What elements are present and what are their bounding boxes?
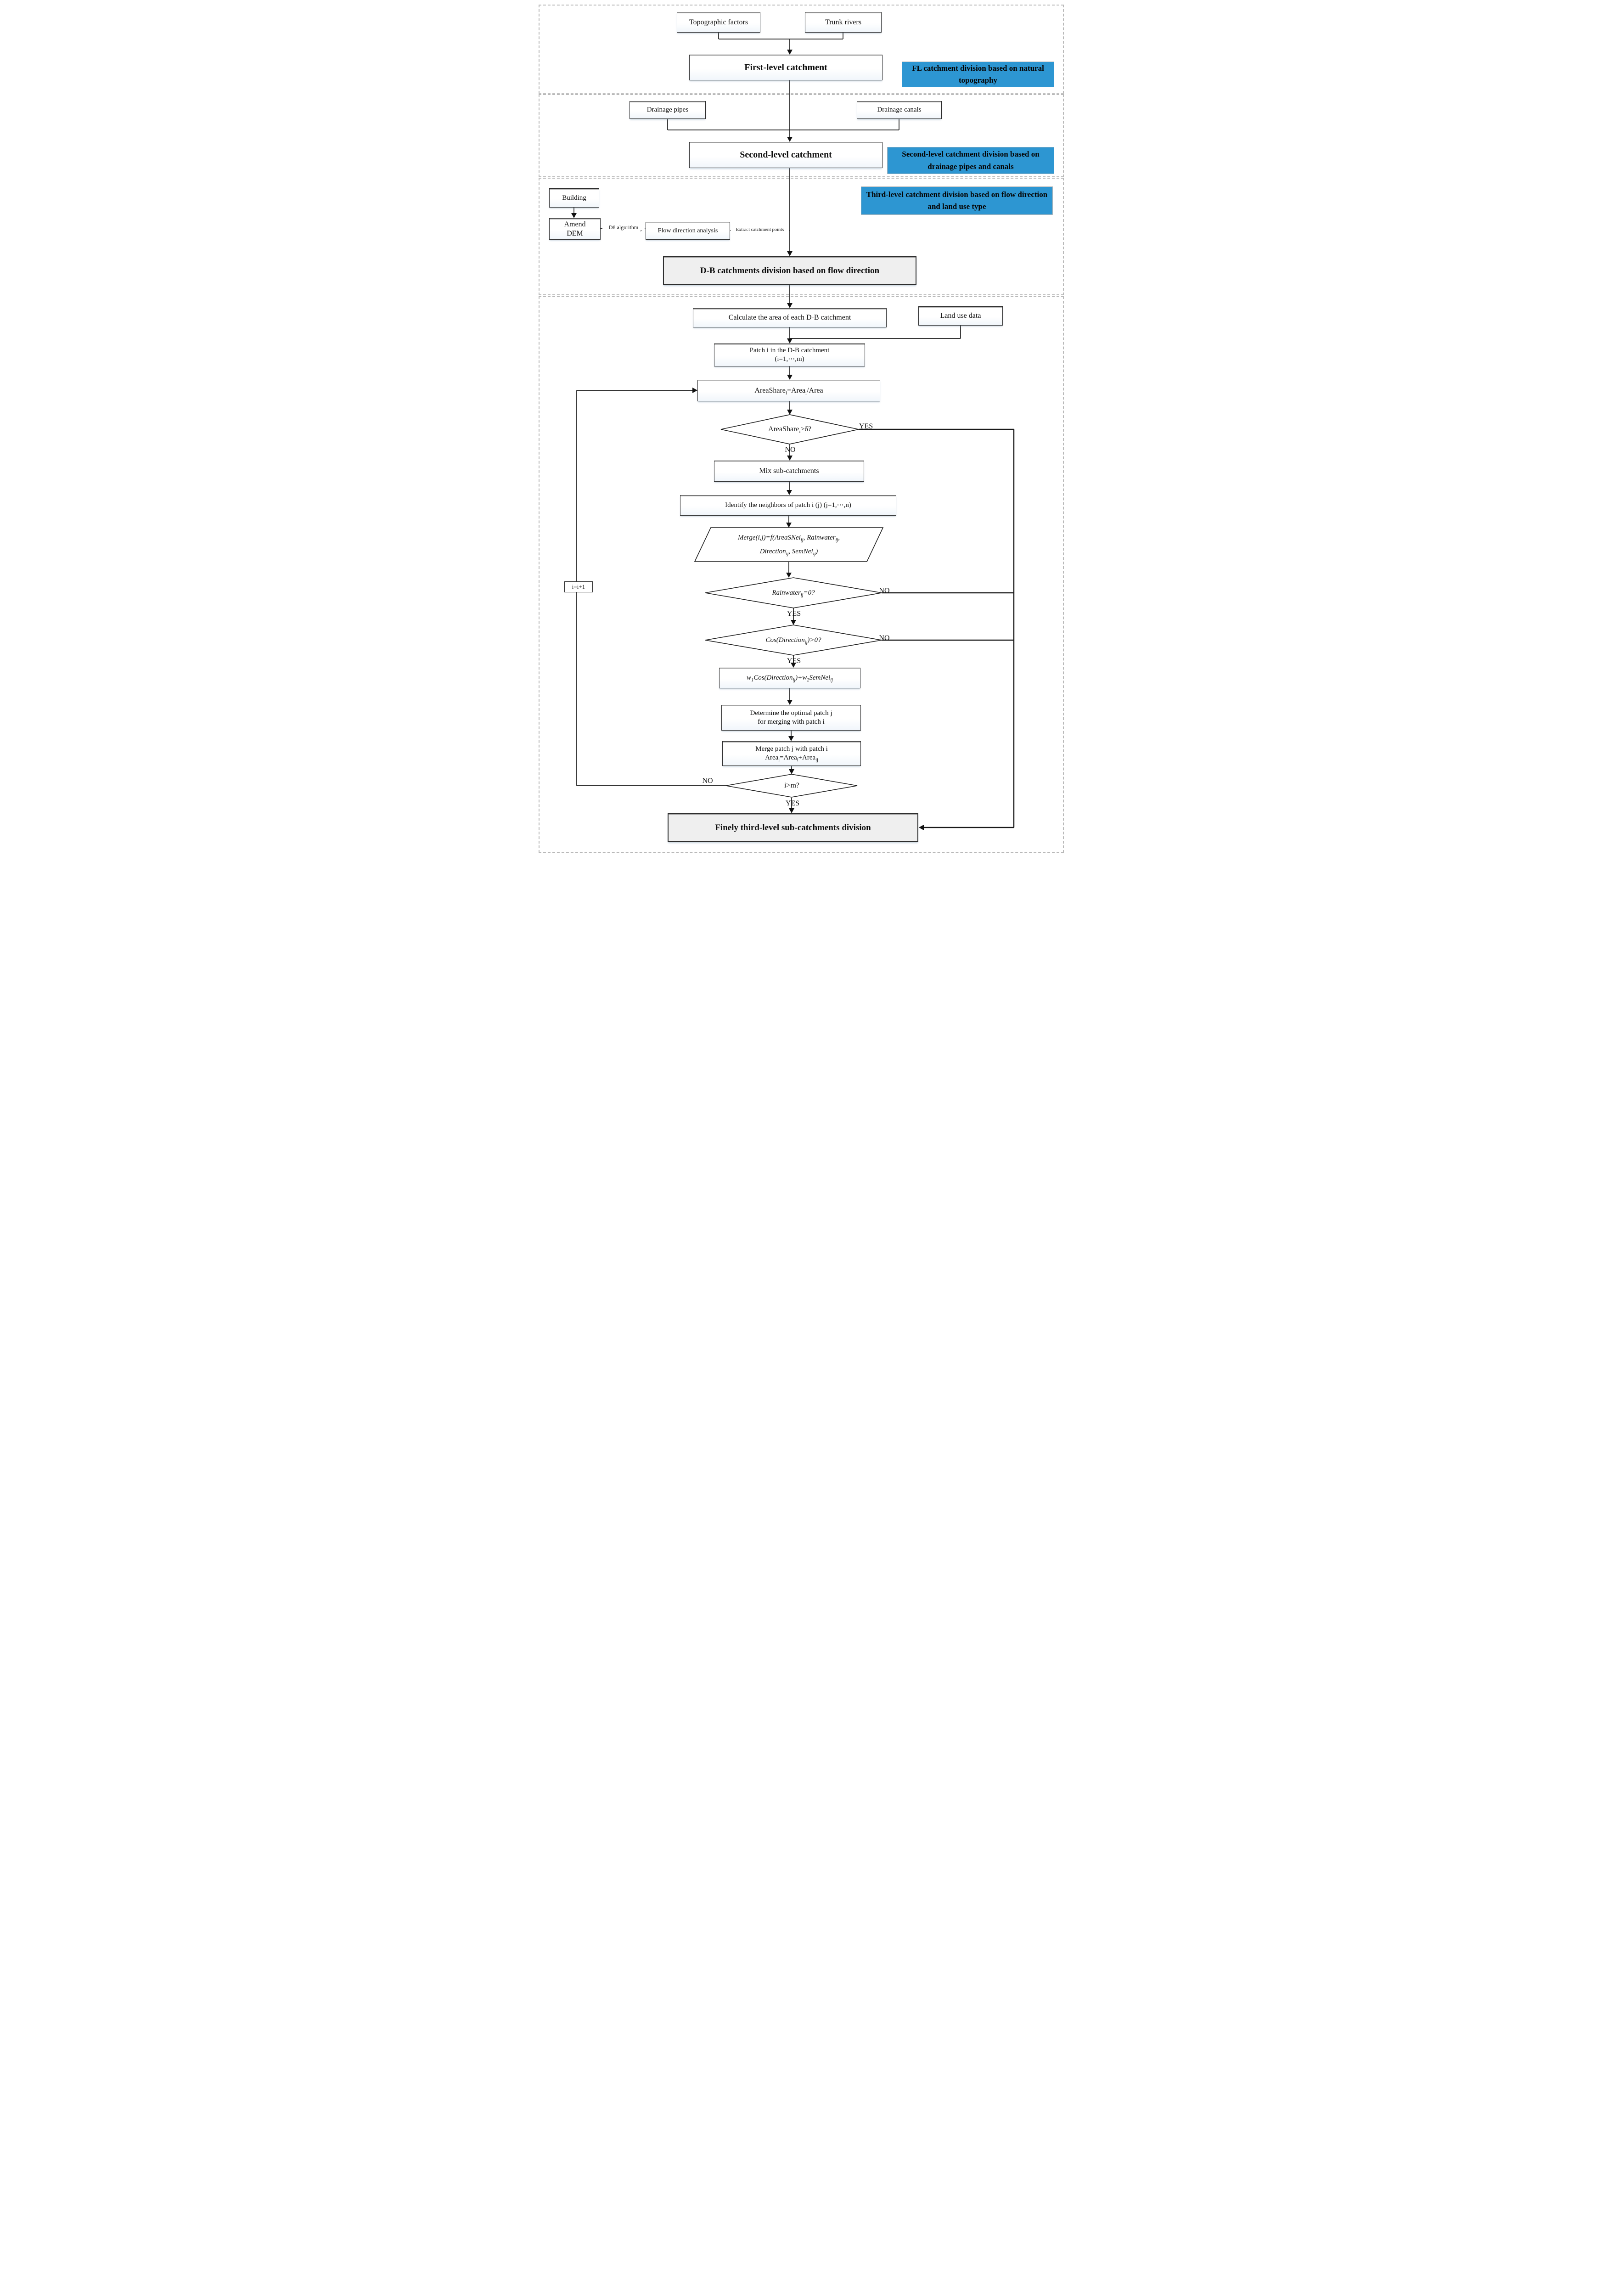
node-first-level-catchment: First-level catchment xyxy=(689,55,883,80)
node-trunk-rivers-label: Trunk rivers xyxy=(825,18,861,26)
decision-rainwater: Rainwaterij=0? xyxy=(734,586,853,600)
node-weighting: w1Cos(Directionij)+w2SemNeiij xyxy=(719,668,860,688)
node-merge-function: Merge(i,j)=f(AreaSNeiij, Rainwaterij, Di… xyxy=(704,530,874,559)
note-third-level-text: Third-level catchment division based on … xyxy=(866,190,1048,211)
node-final-division: Finely third-level sub-catchments divisi… xyxy=(668,813,918,842)
note-first-level-text: FL catchment division based on natural t… xyxy=(912,63,1044,84)
note-second-level: Second-level catchment division based on… xyxy=(887,147,1054,174)
label-yes-direction: YES xyxy=(785,657,803,665)
note-third-level: Third-level catchment division based on … xyxy=(861,186,1053,215)
edge-label-extract-points: Extract catchment points xyxy=(731,227,789,233)
note-first-level: FL catchment division based on natural t… xyxy=(902,62,1054,87)
section-first-level xyxy=(539,5,1064,94)
label-yes-area-share: YES xyxy=(855,422,877,431)
edge-label-extract-text: Extract catchment points xyxy=(736,227,784,232)
node-calculate-area-label: Calculate the area of each D-B catchment xyxy=(728,314,851,321)
section-second-level xyxy=(539,94,1064,177)
decision-direction-label: Cos(Directionij)>0? xyxy=(765,636,821,645)
node-amend-dem: Amend DEM xyxy=(549,218,601,240)
label-yes-direction-text: YES xyxy=(787,657,801,665)
label-no-direction: NO xyxy=(876,634,893,642)
node-merge-patch-line1: Merge patch j with patch i xyxy=(755,745,828,753)
node-weighting-label: w1Cos(Directionij)+w2SemNeiij xyxy=(747,674,833,683)
node-determine-optimal: Determine the optimal patch j for mergin… xyxy=(721,705,861,731)
node-merge-patch: Merge patch j with patch i Areai=Areai+A… xyxy=(722,741,861,766)
label-no-rainwater-text: NO xyxy=(879,587,890,595)
section-merging-loop xyxy=(539,296,1064,853)
node-first-level-label: First-level catchment xyxy=(744,62,827,73)
node-area-share: AreaSharei=Areai/Area xyxy=(697,380,880,401)
label-yes-counter: YES xyxy=(783,799,802,808)
node-increment: i=i+1 xyxy=(564,581,593,592)
node-drainage-pipes-label: Drainage pipes xyxy=(646,106,689,114)
node-final-division-label: Finely third-level sub-catchments divisi… xyxy=(715,822,871,833)
node-second-level-label: Second-level catchment xyxy=(740,150,832,160)
node-trunk-rivers: Trunk rivers xyxy=(805,12,882,33)
node-area-share-label: AreaSharei=Areai/Area xyxy=(754,386,823,396)
node-flow-direction-label: Flow direction analysis xyxy=(658,227,718,234)
node-building-label: Building xyxy=(562,194,586,202)
decision-counter-label: i>m? xyxy=(784,782,799,789)
note-second-level-text: Second-level catchment division based on… xyxy=(902,150,1040,171)
decision-rainwater-label: Rainwaterij=0? xyxy=(772,589,815,598)
node-flow-direction-analysis: Flow direction analysis xyxy=(646,222,730,240)
label-yes-counter-text: YES xyxy=(785,799,800,807)
node-patch-line2: (i=1,⋯,m) xyxy=(775,355,804,363)
section-third-level xyxy=(539,178,1064,295)
label-no-rainwater: NO xyxy=(876,587,893,595)
node-drainage-canals: Drainage canals xyxy=(857,101,942,119)
node-amend-dem-label: Amend DEM xyxy=(564,220,586,237)
node-mix-label: Mix sub-catchments xyxy=(759,467,819,475)
node-second-level-catchment: Second-level catchment xyxy=(689,142,883,168)
label-no-direction-text: NO xyxy=(879,634,890,642)
node-increment-label: i=i+1 xyxy=(572,583,585,590)
node-identify-neighbors: Identify the neighbors of patch i (j) (j… xyxy=(680,495,896,516)
node-determine-line1: Determine the optimal patch j xyxy=(750,709,832,717)
decision-area-share: AreaSharei≥δ? xyxy=(730,422,849,436)
node-patch-in-catchment: Patch i in the D-B catchment (i=1,⋯,m) xyxy=(714,343,865,366)
decision-direction: Cos(Directionij)>0? xyxy=(734,633,853,647)
edge-label-d8-algorithm: D8 algorithm xyxy=(602,224,645,231)
node-building: Building xyxy=(549,188,599,208)
label-no-counter: NO xyxy=(700,777,715,785)
node-db-division-label: D-B catchments division based on flow di… xyxy=(700,265,880,276)
decision-area-share-label: AreaSharei≥δ? xyxy=(768,425,811,435)
label-no-area-share: NO xyxy=(783,446,798,454)
label-no-counter-text: NO xyxy=(702,777,713,785)
label-yes-area-share-text: YES xyxy=(859,422,873,430)
node-db-division: D-B catchments division based on flow di… xyxy=(663,256,916,285)
node-topographic-factors: Topographic factors xyxy=(677,12,760,33)
node-land-use-data: Land use data xyxy=(918,306,1003,326)
node-calculate-area: Calculate the area of each D-B catchment xyxy=(693,308,887,327)
node-land-use-label: Land use data xyxy=(940,312,981,320)
node-topographic-factors-label: Topographic factors xyxy=(689,18,748,26)
decision-counter: i>m? xyxy=(761,779,823,792)
edge-label-d8-text: D8 algorithm xyxy=(608,224,639,231)
label-yes-rainwater-text: YES xyxy=(787,610,801,618)
node-merge-function-line1: Merge(i,j)=f(AreaSNeiij, Rainwaterij, xyxy=(738,534,840,543)
node-patch-line1: Patch i in the D-B catchment xyxy=(749,347,830,355)
node-mix-subcatchments: Mix sub-catchments xyxy=(714,461,864,482)
node-merge-function-line2: Directionij, SemNeiij) xyxy=(759,548,818,557)
label-no-area-share-text: NO xyxy=(785,446,796,454)
node-merge-patch-line2: Areai=Areai+Areaij xyxy=(765,754,818,763)
label-yes-rainwater: YES xyxy=(785,610,803,618)
flowchart-canvas: FL catchment division based on natural t… xyxy=(534,0,1068,862)
node-identify-label: Identify the neighbors of patch i (j) (j… xyxy=(725,501,851,509)
node-drainage-canals-label: Drainage canals xyxy=(877,106,922,114)
node-drainage-pipes: Drainage pipes xyxy=(630,101,706,119)
node-determine-line2: for merging with patch i xyxy=(758,718,825,726)
